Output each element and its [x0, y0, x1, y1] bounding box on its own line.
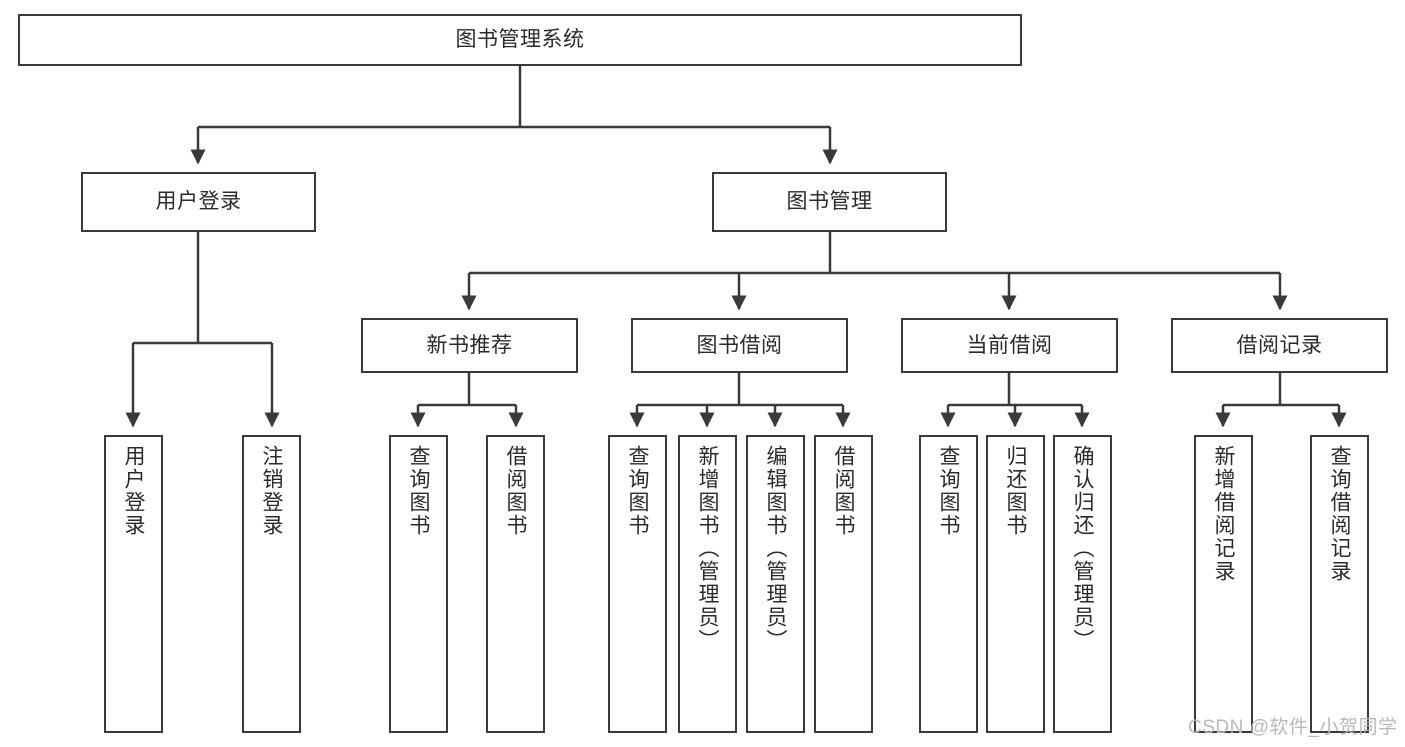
node-label: 图书借阅 [696, 333, 783, 357]
node-label: 新书推荐 [426, 333, 513, 357]
node-book-management[interactable]: 图书管理 [712, 172, 947, 232]
node-new-book-recommend[interactable]: 新书推荐 [361, 318, 578, 373]
node-label: 用户登录 [122, 445, 146, 537]
node-label: 图书管理系统 [455, 28, 585, 52]
node-label: 归还图书 [1004, 445, 1028, 537]
node-label: 当前借阅 [966, 333, 1053, 357]
leaf-record-query-record[interactable]: 查询借阅记录 [1310, 435, 1369, 733]
leaf-borrow-edit-book[interactable]: 编辑图书（管理员） [746, 435, 805, 733]
node-book-borrow[interactable]: 图书借阅 [631, 318, 848, 373]
node-label: 借阅记录 [1236, 333, 1323, 357]
node-label: 查询图书 [626, 445, 650, 537]
node-user-login[interactable]: 用户登录 [81, 172, 316, 232]
node-current-borrow[interactable]: 当前借阅 [901, 318, 1118, 373]
node-label: 借阅图书 [504, 445, 528, 537]
node-label: 借阅图书 [832, 445, 856, 537]
node-root-system[interactable]: 图书管理系统 [18, 14, 1022, 66]
leaf-record-add-record[interactable]: 新增借阅记录 [1194, 435, 1253, 733]
node-label: 编辑图书（管理员） [764, 445, 788, 652]
node-label: 查询借阅记录 [1328, 445, 1352, 583]
leaf-current-confirm-return[interactable]: 确认归还（管理员） [1053, 435, 1112, 733]
node-label: 新增借阅记录 [1212, 445, 1236, 583]
node-label: 用户登录 [155, 190, 242, 214]
node-label: 查询图书 [937, 445, 961, 537]
leaf-current-return-book[interactable]: 归还图书 [986, 435, 1045, 733]
node-label: 查询图书 [407, 445, 431, 537]
leaf-recommend-query-book[interactable]: 查询图书 [389, 435, 448, 733]
node-borrow-record[interactable]: 借阅记录 [1171, 318, 1388, 373]
node-label: 确认归还（管理员） [1071, 445, 1095, 652]
node-label: 注销登录 [260, 445, 284, 537]
node-label: 图书管理 [786, 190, 873, 214]
leaf-borrow-add-book[interactable]: 新增图书（管理员） [678, 435, 737, 733]
leaf-recommend-borrow-book[interactable]: 借阅图书 [486, 435, 545, 733]
node-label: 新增图书（管理员） [696, 445, 720, 652]
csdn-watermark: CSDN @软件_小贺同学 [1188, 717, 1398, 738]
leaf-user-login-logout[interactable]: 注销登录 [242, 435, 301, 733]
leaf-borrow-query-book[interactable]: 查询图书 [608, 435, 667, 733]
leaf-user-login-login[interactable]: 用户登录 [104, 435, 163, 733]
leaf-borrow-borrow-book[interactable]: 借阅图书 [814, 435, 873, 733]
leaf-current-query-book[interactable]: 查询图书 [919, 435, 978, 733]
